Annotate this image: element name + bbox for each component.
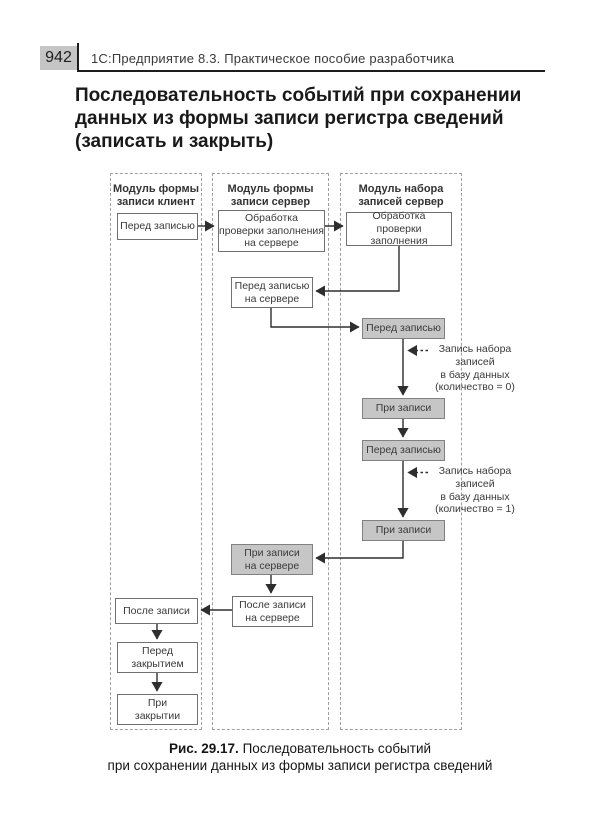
node-before-write-1: Перед записью	[362, 318, 445, 339]
arrow	[315, 246, 400, 297]
figure-caption-line2: при сохранении данных из формы записи ре…	[107, 758, 493, 773]
lane-header: Модуль формы записи клиент	[113, 183, 199, 208]
figure-caption: Рис. 29.17. Последовательность событий п…	[0, 740, 600, 774]
node-on-write-2: При записи	[362, 520, 445, 541]
figure-caption-line1: Рис. 29.17. Последовательность событий	[168, 741, 432, 756]
lane-recordset-module-server: Модуль набора записей сервер	[340, 173, 462, 730]
lane-form-module-server: Модуль формы записи сервер	[212, 173, 329, 730]
annotation-write-recordset-1: Запись набора записей в базу данных (кол…	[435, 465, 515, 516]
arrow	[270, 308, 360, 333]
header-divider-line	[77, 43, 79, 72]
node-before-close: Перед закрытием	[117, 642, 198, 673]
lane-form-module-client: Модуль формы записи клиент	[110, 173, 202, 730]
node-before-write-2: Перед записью	[362, 440, 445, 461]
node-on-write-1: При записи	[362, 398, 445, 419]
node-fill-check-processing-recordset: Обработка проверки заполнения	[346, 210, 452, 247]
node-on-write-at-server: При записи на сервере	[231, 544, 313, 575]
lane-header: Модуль набора записей сервер	[358, 183, 444, 208]
node-on-close: При закрытии	[117, 694, 198, 725]
section-title: Последовательность событий при сохранени…	[75, 85, 522, 152]
lane-header: Модуль формы записи сервер	[227, 183, 314, 208]
running-header: 1С:Предприятие 8.3. Практическое пособие…	[91, 51, 455, 66]
node-fill-check-processing-server: Обработка проверки заполнения на сервере	[218, 210, 325, 252]
header-rule	[77, 70, 545, 72]
arrow	[315, 541, 404, 564]
node-before-write-at-server: Перед записью на сервере	[231, 277, 313, 308]
node-before-write-client: Перед записью	[117, 213, 198, 240]
figure-number: Рис. 29.17.	[168, 741, 239, 756]
node-after-write-at-server: После записи на сервере	[232, 596, 313, 627]
page-number-badge: 942	[40, 46, 77, 70]
annotation-write-recordset-0: Запись набора записей в базу данных (кол…	[435, 343, 515, 394]
node-after-write: После записи	[115, 598, 198, 624]
